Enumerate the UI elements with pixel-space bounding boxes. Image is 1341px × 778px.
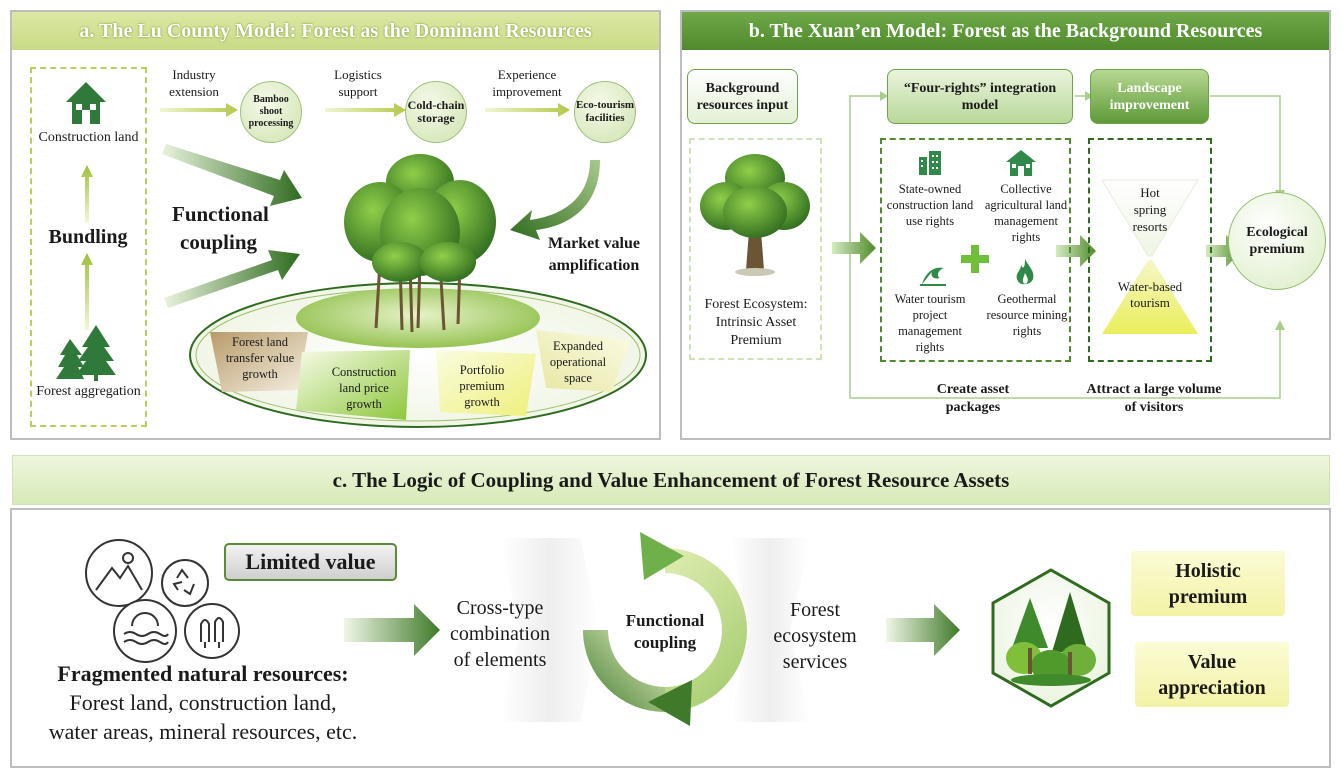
recycle-icon <box>161 559 209 607</box>
attract-visitors-label: Attract a large volume of visitors <box>1086 382 1222 415</box>
cold-chain-node: Cold-chain storage <box>405 81 467 143</box>
growth-card-4: Expanded operational space <box>549 339 607 385</box>
trees-icon <box>184 603 240 659</box>
right-1: State-owned construction land use rights <box>886 182 974 228</box>
fragmented-title: Fragmented natural resources: <box>57 661 349 686</box>
limited-value-badge: Limited value <box>224 543 397 581</box>
forest-hexagon-icon <box>991 568 1111 708</box>
create-packages-label: Create asset packages <box>936 382 1010 415</box>
hourglass-shape <box>1101 179 1199 334</box>
tourism-box <box>1088 138 1212 362</box>
water-sun-icon <box>113 599 177 663</box>
chain-label-3: Experience improvement <box>492 67 562 99</box>
growth-card-1: Forest land transfer value growth <box>225 335 295 381</box>
right-4: Geothermal resource mining rights <box>986 292 1068 338</box>
panel-b-title: b. The Xuan’en Model: Forest as the Back… <box>682 12 1329 50</box>
ecological-premium-node: Ecological premium <box>1228 192 1326 290</box>
holistic-premium-box: Holistic premium <box>1131 551 1285 616</box>
integration-box: “Four-rights” integration model <box>887 69 1073 124</box>
input-box: Background resources input <box>687 69 798 124</box>
market-value-label: Market value amplification <box>528 233 660 277</box>
fragmented-line2: Forest land, construction land, <box>69 690 337 715</box>
rights-box <box>880 138 1071 362</box>
eco-tourism-node: Eco-tourism facilities <box>574 81 636 143</box>
growth-card-3: Portfolio premium growth <box>459 363 505 409</box>
construction-land-label: Construction land <box>38 130 139 145</box>
bundling-column <box>30 67 147 427</box>
plus-icon <box>961 245 989 273</box>
fragmented-line3: water areas, mineral resources, etc. <box>48 719 358 744</box>
mountain-sun-icon <box>85 539 153 607</box>
functional-coupling-line1: Functional <box>172 202 269 226</box>
value-appreciation-box: Value appreciation <box>1135 642 1289 707</box>
market-value-line2: amplification <box>548 257 640 274</box>
chain-label-1: Industry extension <box>169 67 219 99</box>
bundling-label: Bundling <box>48 226 128 248</box>
hot-spring-label: Hot spring resorts <box>1132 185 1168 234</box>
forest-ecosystem-box <box>689 138 822 360</box>
forest-services-label: Forest ecosystem services <box>773 599 857 673</box>
functional-coupling-center: Functional coupling <box>625 611 705 652</box>
forest-icon <box>56 325 116 381</box>
building-icon <box>919 151 941 175</box>
landscape-box: Landscape improvement <box>1090 69 1209 124</box>
panel-a-title: a. The Lu County Model: Forest as the Do… <box>12 12 659 50</box>
bundling-arrows <box>81 165 93 330</box>
flame-icon <box>1016 259 1034 285</box>
forest-aggregation-label: Forest aggregation <box>36 384 141 399</box>
right-2: Collective agricultural land management … <box>984 182 1068 244</box>
panel-c-arrows <box>344 532 960 726</box>
house-icon <box>66 82 106 124</box>
market-value-line1: Market value <box>548 235 640 252</box>
functional-coupling-line2: coupling <box>180 230 258 254</box>
cross-type-label: Cross-type combination of elements <box>450 597 550 671</box>
forest-ecosystem-label: Forest Ecosystem: Intrinsic Asset Premiu… <box>704 297 808 348</box>
right-3: Water tourism project management rights <box>894 292 966 354</box>
growth-cards <box>210 330 630 420</box>
chain-arrows <box>160 103 570 117</box>
bamboo-node: Bamboo shoot processing <box>240 81 302 143</box>
panel-c-title: c. The Logic of Coupling and Value Enhan… <box>12 455 1330 505</box>
big-tree-icon <box>700 154 810 276</box>
growth-card-2: Construction land price growth <box>331 365 397 411</box>
water-tourism-label: Water-based tourism <box>1117 279 1183 310</box>
wave-icon <box>920 267 946 286</box>
tree-cluster-icon <box>344 154 496 333</box>
functional-coupling-label: Functional coupling <box>168 200 269 256</box>
chain-label-2: Logistics support <box>334 67 382 99</box>
village-icon <box>1006 150 1036 176</box>
coupling-arrows <box>162 144 600 308</box>
